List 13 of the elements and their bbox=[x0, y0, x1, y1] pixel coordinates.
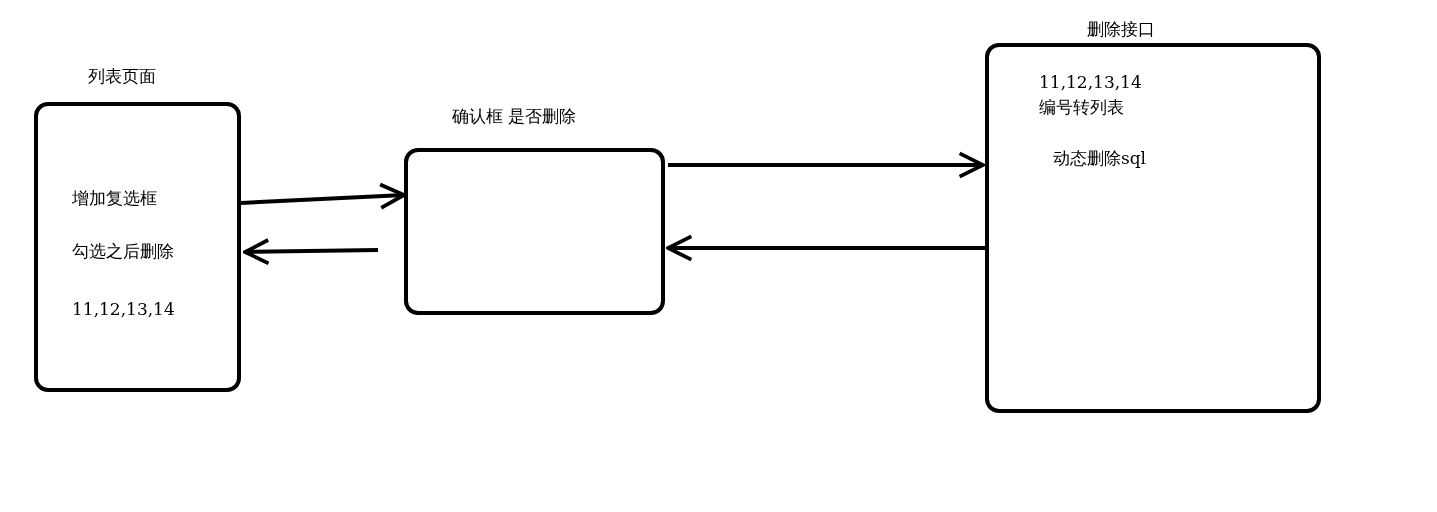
page-title: 列表页面 bbox=[88, 66, 156, 86]
arrow bbox=[668, 151, 985, 179]
interface-title: 删除接口 bbox=[1087, 19, 1155, 39]
note-text: 动态删除sql bbox=[1053, 148, 1147, 168]
arrow bbox=[240, 182, 406, 210]
list-item: 勾选之后删除 bbox=[72, 241, 174, 261]
arrow bbox=[243, 238, 379, 266]
id-list: 11,12,13,14 bbox=[1039, 72, 1142, 92]
note-text: 编号转列表 bbox=[1039, 97, 1124, 117]
list-item: 增加复选框 bbox=[72, 188, 157, 208]
arrow bbox=[666, 234, 985, 262]
dialog-title: 确认框 是否删除 bbox=[452, 106, 577, 126]
id-list: 11,12,13,14 bbox=[72, 299, 175, 319]
